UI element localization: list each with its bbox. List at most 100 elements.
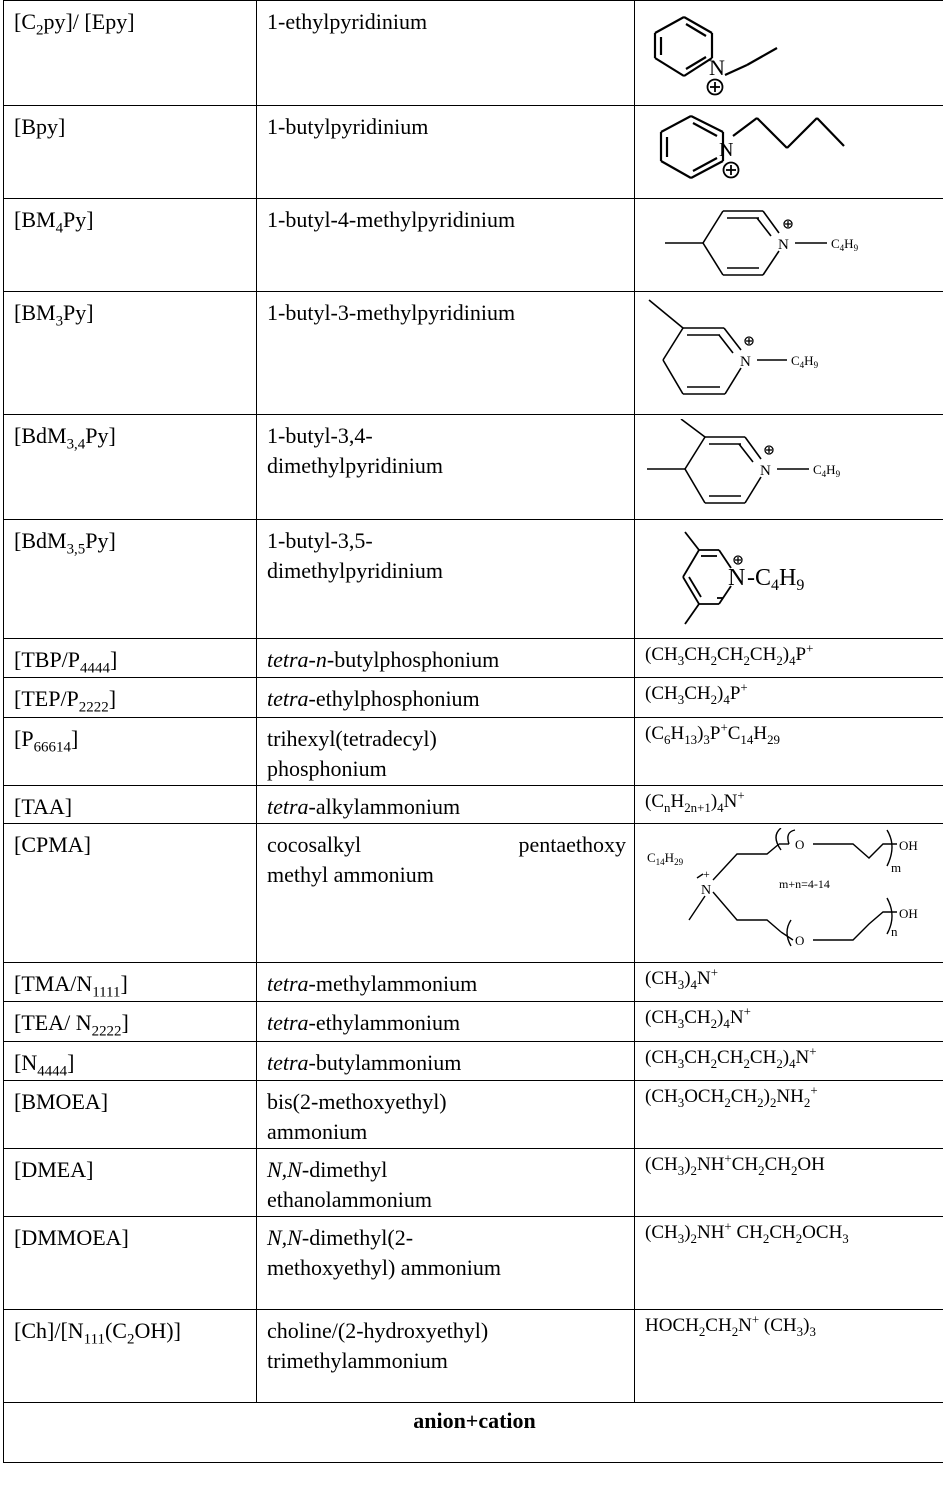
table-row: [TEP/P2222] tetra-ethylphosphonium (CH3C…: [3, 677, 943, 718]
table-row: [TEA/ N2222] tetra-ethylammonium (CH3CH2…: [3, 1001, 943, 1042]
abbreviation-cell: [DMEA]: [3, 1148, 257, 1217]
abbreviation-cell: [TEA/ N2222]: [3, 1001, 257, 1042]
formula-cell: (CH3)4N+: [634, 962, 943, 1002]
butyl-3-5-dimethylpyridinium-structure: N -C4H9: [682, 531, 804, 625]
formula-cell: (CH3)2NH+CH2CH2OH: [634, 1148, 943, 1217]
abbreviation-cell: [TBP/P4444]: [3, 638, 257, 678]
abbreviation-cell: [Ch]/[N111(C2OH)]: [3, 1309, 257, 1403]
formula-cell: HOCH2CH2N+ (CH3)3: [634, 1309, 943, 1403]
name-cell: 1-butyl-3,5-dimethylpyridinium: [256, 519, 635, 639]
substituent-label: C4H9: [813, 462, 841, 479]
ionic-liquid-cation-table: [C2py]/ [Epy] 1-ethylpyridinium N [Bpy] …: [3, 0, 943, 1463]
name-cell: 1-ethylpyridinium: [256, 0, 635, 106]
abbreviation-cell: [TAA]: [3, 785, 257, 824]
structure-cell: N -C4H9: [634, 519, 943, 639]
table-row: [BM4Py] 1-butyl-4-methylpyridinium N C4H…: [3, 198, 943, 292]
svg-text:N: N: [728, 565, 745, 591]
section-footer: anion+cation: [3, 1402, 943, 1463]
svg-text:N: N: [719, 139, 733, 161]
table-row: [C2py]/ [Epy] 1-ethylpyridinium N: [3, 0, 943, 106]
butyl-4-methylpyridinium-structure: N C4H9: [665, 210, 859, 276]
table-row: [N4444] tetra-butylammonium (CH3CH2CH2CH…: [3, 1041, 943, 1081]
structure-cell: N C4H9: [634, 414, 943, 520]
abbreviation-cell: [DMMOEA]: [3, 1216, 257, 1310]
name-cell: choline/(2-hydroxyethyl)trimethylammoniu…: [256, 1309, 635, 1403]
name-cell: 1-butylpyridinium: [256, 105, 635, 199]
substituent-label: C4H9: [791, 353, 819, 370]
abbreviation-cell: [N4444]: [3, 1041, 257, 1081]
abbreviation-cell: [C2py]/ [Epy]: [3, 0, 257, 106]
svg-text:N: N: [709, 55, 725, 80]
svg-text:OH: OH: [899, 906, 918, 921]
table-row: [BMOEA] bis(2-methoxyethyl)ammonium (CH3…: [3, 1080, 943, 1149]
name-cell: tetra-alkylammonium: [256, 785, 635, 824]
structure-cell: N: [634, 0, 943, 106]
name-cell: tetra-n-butylphosphonium: [256, 638, 635, 678]
formula-cell: (CH3CH2CH2CH2)4P+: [634, 638, 943, 678]
formula-cell: (CH3CH2)4P+: [634, 677, 943, 718]
svg-text:+: +: [703, 867, 710, 881]
structure-cell: C14H29 + N O O m+n=4-14 OH OH m n: [634, 823, 943, 963]
abbreviation-cell: [TMA/N1111]: [3, 962, 257, 1002]
table-row: [BdM3,5Py] 1-butyl-3,5-dimethylpyridiniu…: [3, 519, 943, 639]
abbreviation-cell: [BM4Py]: [3, 198, 257, 292]
name-cell: tetra-ethylphosphonium: [256, 677, 635, 718]
table-row: [TBP/P4444] tetra-n-butylphosphonium (CH…: [3, 638, 943, 678]
name-cell: N,N-dimethyl(2-methoxyethyl) ammonium: [256, 1216, 635, 1310]
formula-cell: (CH3OCH2CH2)2NH2+: [634, 1080, 943, 1149]
svg-text:OH: OH: [899, 838, 918, 853]
cpma-structure: C14H29 + N O O m+n=4-14 OH OH m n: [647, 827, 918, 948]
svg-text:N: N: [778, 237, 789, 253]
abbreviation-cell: [Bpy]: [3, 105, 257, 199]
abbreviation-cell: [BMOEA]: [3, 1080, 257, 1149]
name-cell: tetra-ethylammonium: [256, 1001, 635, 1042]
structure-cell: N C4H9: [634, 198, 943, 292]
table-row: [TMA/N1111] tetra-methylammonium (CH3)4N…: [3, 962, 943, 1002]
formula-cell: (C6H13)3P+C14H29: [634, 717, 943, 786]
structure-cell: N: [634, 105, 943, 199]
formula-cell: (CnH2n+1)4N+: [634, 785, 943, 824]
substituent-label: -C4H9: [747, 565, 804, 594]
abbreviation-cell: [TEP/P2222]: [3, 677, 257, 718]
name-cell: 1-butyl-3-methylpyridinium: [256, 291, 635, 415]
table-row: anion+cation: [3, 1402, 943, 1463]
table-row: [BM3Py] 1-butyl-3-methylpyridinium N C4H…: [3, 291, 943, 415]
butylpyridinium-structure: N: [659, 115, 845, 179]
abbreviation-cell: [CPMA]: [3, 823, 257, 963]
name-cell: bis(2-methoxyethyl)ammonium: [256, 1080, 635, 1149]
name-cell: 1-butyl-3,4-dimethylpyridinium: [256, 414, 635, 520]
svg-text:N: N: [701, 883, 711, 898]
abbreviation-cell: [BdM3,4Py]: [3, 414, 257, 520]
name-cell: 1-butyl-4-methylpyridinium: [256, 198, 635, 292]
abbreviation-cell: [BM3Py]: [3, 291, 257, 415]
name-cell: tetra-methylammonium: [256, 962, 635, 1002]
table-row: [DMMOEA] N,N-dimethyl(2-methoxyethyl) am…: [3, 1216, 943, 1310]
table-row: [TAA] tetra-alkylammonium (CnH2n+1)4N+: [3, 785, 943, 824]
table-row: [P66614] trihexyl(tetradecyl)phosphonium…: [3, 717, 943, 786]
svg-text:O: O: [795, 933, 804, 948]
svg-text:m: m: [891, 860, 901, 875]
name-cell: tetra-butylammonium: [256, 1041, 635, 1081]
formula-cell: (CH3CH2CH2CH2)4N+: [634, 1041, 943, 1081]
abbreviation-cell: [P66614]: [3, 717, 257, 786]
abbreviation-cell: [BdM3,5Py]: [3, 519, 257, 639]
butyl-3-methylpyridinium-structure: N C4H9: [648, 299, 819, 395]
table-row: [BdM3,4Py] 1-butyl-3,4-dimethylpyridiniu…: [3, 414, 943, 520]
svg-text:N: N: [740, 354, 751, 370]
table-row: [Bpy] 1-butylpyridinium N: [3, 105, 943, 199]
formula-cell: (CH3)2NH+ CH2CH2OCH3: [634, 1216, 943, 1310]
alkyl-label: C14H29: [647, 850, 684, 867]
structure-cell: N C4H9: [634, 291, 943, 415]
butyl-3-4-dimethylpyridinium-structure: N C4H9: [647, 418, 841, 504]
ethylpyridinium-structure: N: [653, 16, 778, 96]
range-label: m+n=4-14: [779, 877, 830, 891]
substituent-label: C4H9: [831, 236, 859, 253]
formula-cell: (CH3CH2)4N+: [634, 1001, 943, 1042]
svg-text:N: N: [760, 463, 771, 479]
svg-text:O: O: [795, 837, 804, 852]
